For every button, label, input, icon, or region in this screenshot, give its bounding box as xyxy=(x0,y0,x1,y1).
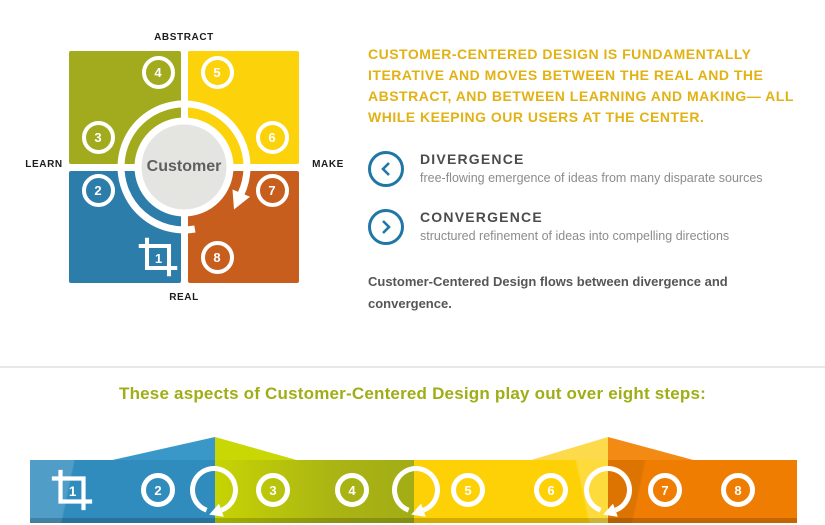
band-segment-green xyxy=(215,460,414,523)
step-number: 3 xyxy=(269,482,277,498)
convergence-title: CONVERGENCE xyxy=(420,209,543,225)
step-number: 1 xyxy=(69,484,77,499)
eight-steps-band: 1 2 3 4 5 6 7 8 xyxy=(0,437,825,525)
band-step-5: 5 xyxy=(451,473,485,507)
step-number: 3 xyxy=(94,129,102,145)
customer-centered-design-diagram: ABSTRACT REAL LEARN MAKE Customer 4 5 3 … xyxy=(25,20,343,330)
axis-label-make: MAKE xyxy=(312,159,344,170)
convergence-text: CONVERGENCE structured refinement of ide… xyxy=(420,209,729,243)
divergence-description: free-flowing emergence of ideas from man… xyxy=(420,171,763,185)
step-number: 5 xyxy=(464,482,472,498)
customer-label: Customer xyxy=(146,158,222,175)
axis-label-abstract: ABSTRACT xyxy=(154,32,214,43)
band-segment-orange xyxy=(608,460,797,523)
diagram-step-8: 8 xyxy=(200,240,234,274)
divergence-text: DIVERGENCE free-flowing emergence of ide… xyxy=(420,151,763,185)
step-number: 8 xyxy=(734,482,742,498)
step-number: 7 xyxy=(268,182,276,198)
step-number: 1 xyxy=(155,251,162,266)
step-number: 2 xyxy=(154,482,162,498)
peak-lime xyxy=(215,437,300,461)
steps-heading: These aspects of Customer-Centered Desig… xyxy=(118,384,706,403)
loop-arrow-icon xyxy=(190,466,238,517)
diagram-step-7: 7 xyxy=(255,173,289,207)
peak-yellow xyxy=(528,437,608,461)
crop-icon: 1 xyxy=(51,469,93,511)
convergence-row: CONVERGENCE structured refinement of ide… xyxy=(368,209,805,245)
axis-label-real: REAL xyxy=(169,292,199,303)
peak-orange xyxy=(608,437,697,461)
step-number: 6 xyxy=(268,129,276,145)
band-bottom-shadow xyxy=(30,518,797,523)
band-step-6: 6 xyxy=(534,473,568,507)
band-segment-yellow xyxy=(414,460,608,523)
intro-copy: CUSTOMER-CENTERED DESIGN IS FUNDAMENTALL… xyxy=(368,44,805,315)
loop-arrow-icon xyxy=(584,466,632,517)
step-number: 8 xyxy=(213,249,221,265)
chevron-left-icon xyxy=(381,162,390,176)
diagram-step-5: 5 xyxy=(200,55,234,89)
band-step-4: 4 xyxy=(335,473,369,507)
step-number: 2 xyxy=(94,182,102,198)
band-step-8: 8 xyxy=(721,473,755,507)
band-step-2: 2 xyxy=(141,473,175,507)
step-number: 7 xyxy=(661,482,669,498)
flow-statement: Customer-Centered Design flows between d… xyxy=(368,274,728,311)
step-number: 6 xyxy=(547,482,555,498)
intro-headline: CUSTOMER-CENTERED DESIGN IS FUNDAMENTALL… xyxy=(368,46,794,125)
divergence-title: DIVERGENCE xyxy=(420,151,525,167)
convergence-description: structured refinement of ideas into comp… xyxy=(420,229,730,243)
diagram-step-3: 3 xyxy=(81,120,115,154)
chevron-right-icon xyxy=(382,220,391,234)
diagram-step-2: 2 xyxy=(81,173,115,207)
peak-blue xyxy=(108,437,215,461)
section-divider xyxy=(0,366,825,368)
step-number: 4 xyxy=(348,482,356,498)
band-step-3: 3 xyxy=(256,473,290,507)
diagram-step-6: 6 xyxy=(255,120,289,154)
chevron-left-circle-icon xyxy=(368,151,404,187)
crop-icon: 1 xyxy=(138,237,178,277)
axis-label-learn: LEARN xyxy=(25,159,63,170)
step-number: 5 xyxy=(213,64,221,80)
band-step-7: 7 xyxy=(648,473,682,507)
step-number: 4 xyxy=(154,64,162,80)
diagram-step-4: 4 xyxy=(141,55,175,89)
chevron-right-circle-icon xyxy=(368,209,404,245)
loop-arrow-icon xyxy=(392,466,440,517)
divergence-row: DIVERGENCE free-flowing emergence of ide… xyxy=(368,151,805,187)
